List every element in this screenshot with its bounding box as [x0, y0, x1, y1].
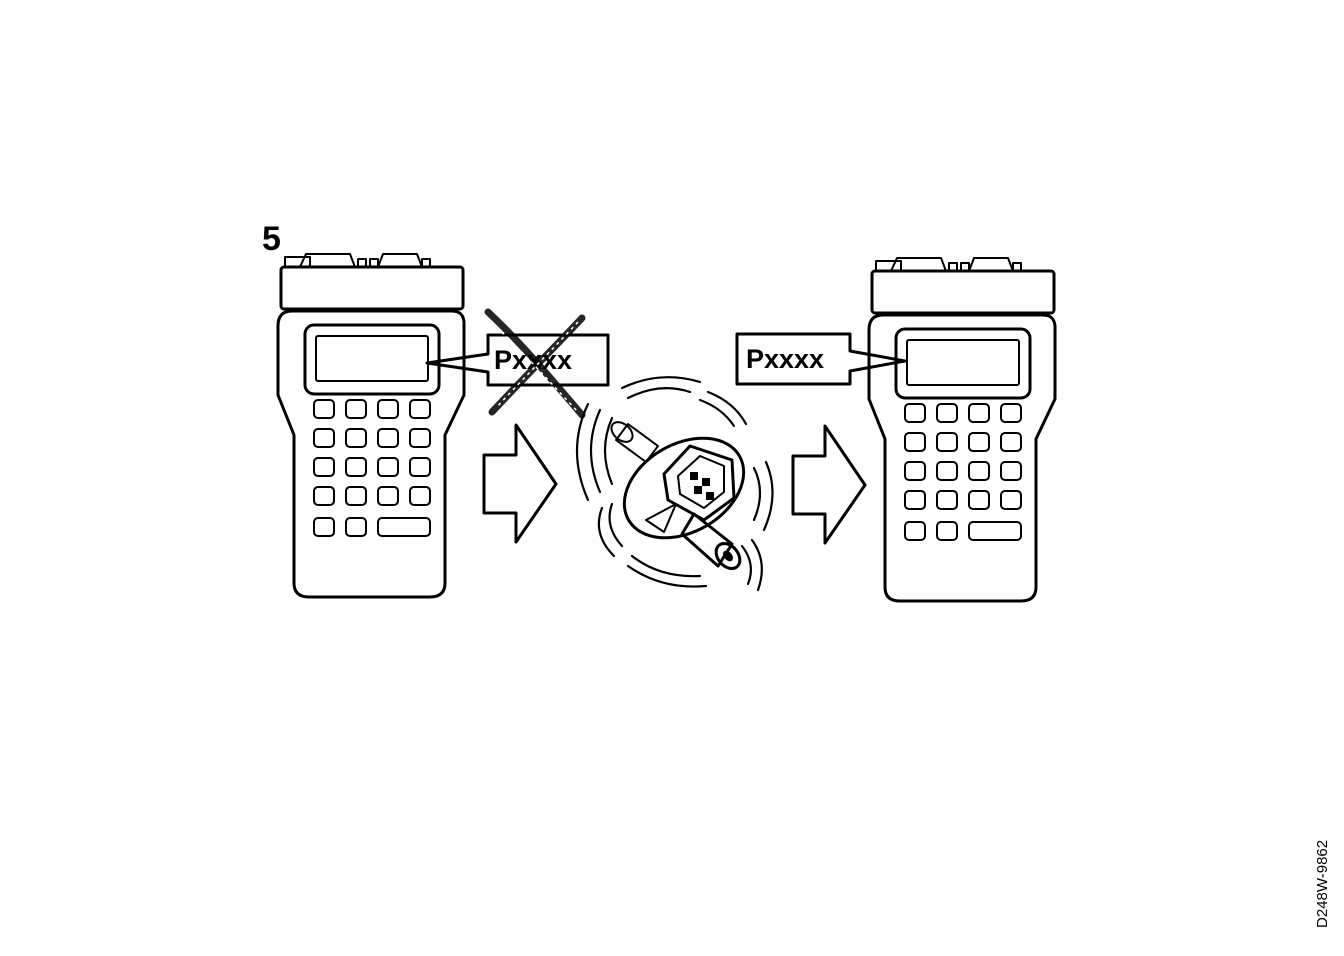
arrow-right-2 [791, 424, 867, 545]
right-handheld-scan-tool [867, 256, 1057, 603]
figure-number: 5 [262, 220, 281, 258]
cross-out-icon [484, 308, 586, 419]
vibrating-sensor-icon [575, 376, 774, 592]
arrow-right-1 [482, 423, 558, 544]
left-handheld-scan-tool [276, 252, 466, 599]
new-code-text: Pxxxx [746, 344, 824, 374]
reference-code: D248W-9862 [1314, 840, 1331, 928]
new-code-callout: Pxxxx [735, 332, 907, 386]
